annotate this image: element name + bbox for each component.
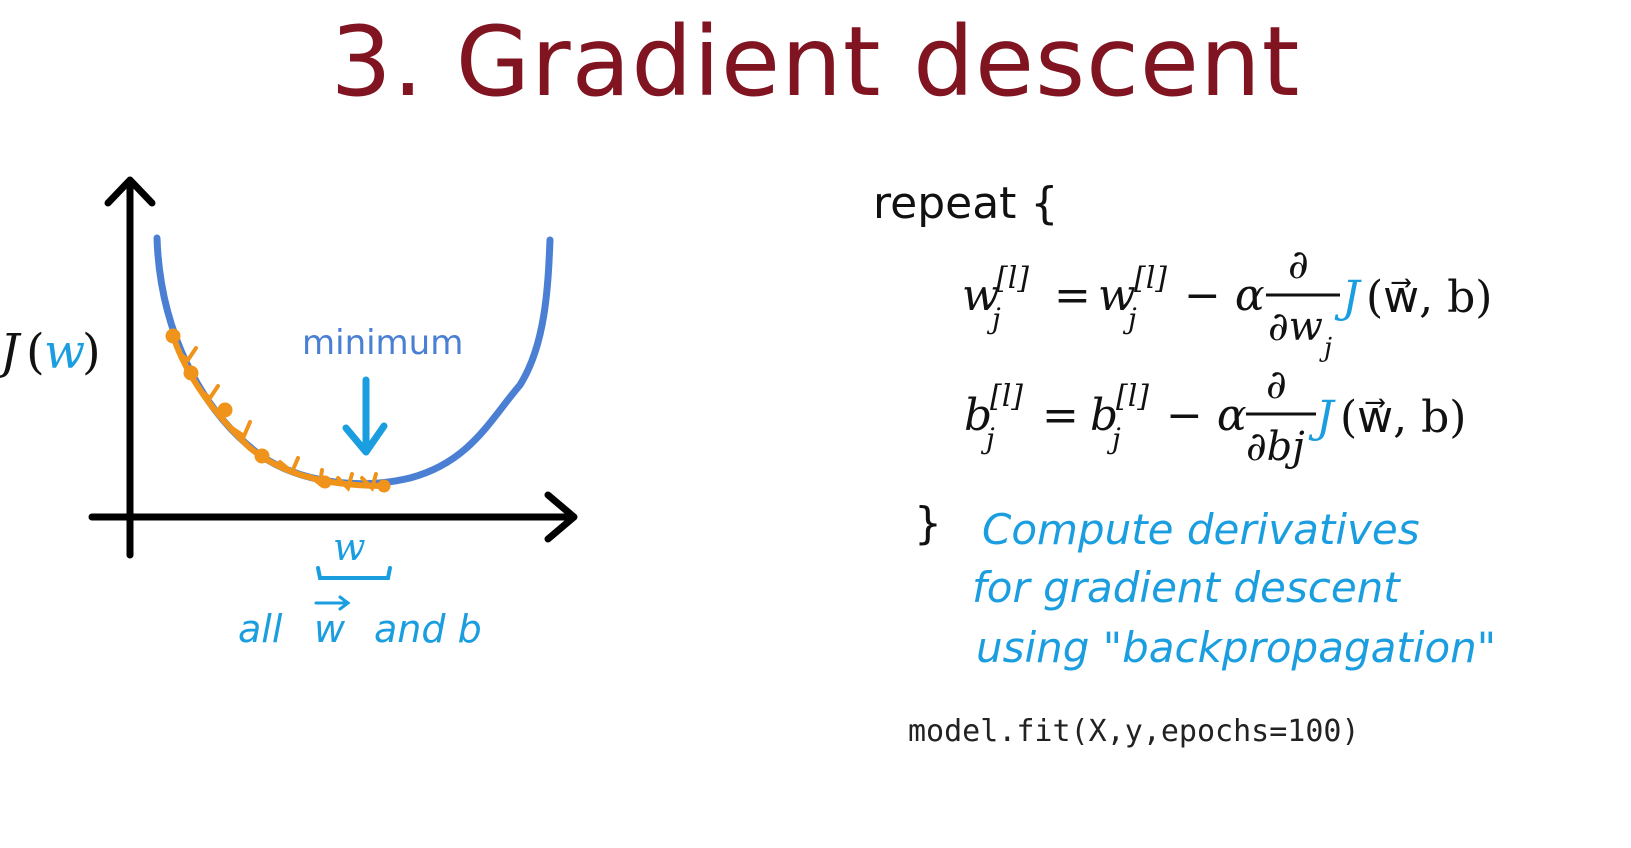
- y-axis-arrowhead: [104, 176, 156, 207]
- w-rhs: w: [1098, 270, 1136, 321]
- repeat-keyword: repeat {: [873, 178, 1058, 229]
- note-line-3: using "backpropagation": [976, 623, 1496, 672]
- w-cost-args: (w⃗, b): [1366, 272, 1492, 323]
- b-update-equation: b [l] j = b [l] j − α ∂ ∂bj J (w⃗, b): [964, 362, 1466, 470]
- x-note-all: all: [238, 607, 283, 651]
- step-point: [183, 365, 199, 381]
- b-lhs: b: [964, 390, 992, 441]
- step-chevron: [336, 472, 354, 492]
- close-brace: }: [914, 498, 942, 549]
- b-cost-J: J: [1308, 392, 1336, 443]
- step-point: [254, 448, 270, 464]
- b-rhs-sup: [l]: [1116, 379, 1149, 414]
- note-line-2: for gradient descent: [972, 563, 1401, 612]
- x-note-vec-w: w: [314, 607, 346, 651]
- minimum-arrow-icon: [342, 376, 388, 456]
- y-label-open-paren: (: [26, 324, 45, 380]
- w-update-equation: w [l] j = w [l] j − α ∂ ∂w j J (w⃗, b): [962, 242, 1492, 363]
- w-lhs-sup: [l]: [996, 261, 1029, 296]
- w-underbrace: [316, 566, 392, 580]
- b-rhs: b: [1090, 390, 1118, 441]
- w-denominator: ∂w: [1268, 304, 1323, 350]
- descent-steps: [165, 328, 391, 493]
- step-chevron: [308, 468, 324, 488]
- vector-arrow-icon: [314, 595, 351, 611]
- step-point: [217, 402, 233, 418]
- step-point: [377, 479, 391, 493]
- x-label-w: w: [333, 525, 366, 569]
- b-equals: =: [1042, 390, 1079, 441]
- w-rhs-sup: [l]: [1134, 261, 1167, 296]
- w-partial: ∂: [1288, 242, 1309, 288]
- step-chevron: [176, 346, 198, 363]
- b-minus-alpha: − α: [1166, 390, 1247, 441]
- x-axis-arrowhead: [544, 491, 578, 543]
- w-equals: =: [1054, 270, 1091, 321]
- step-point: [165, 328, 181, 344]
- axes: [88, 176, 578, 559]
- w-cost-J: J: [1334, 272, 1362, 323]
- w-minus-alpha: − α: [1184, 270, 1265, 321]
- x-note-and-b: and b: [374, 607, 482, 651]
- note-line-1: Compute derivatives: [982, 505, 1420, 554]
- minimum-label: minimum: [302, 323, 463, 363]
- y-label-J: J: [0, 324, 22, 380]
- slide-title: 3. Gradient descent: [330, 6, 1301, 118]
- b-denominator: ∂bj: [1246, 424, 1305, 470]
- b-cost-args: (w⃗, b): [1340, 392, 1466, 443]
- y-label-close-paren: ): [82, 324, 101, 380]
- w-lhs: w: [962, 270, 1000, 321]
- model-fit-code: model.fit(X,y,epochs=100): [908, 714, 1360, 749]
- step-chevron: [230, 420, 252, 439]
- step-chevron: [360, 472, 378, 492]
- y-label-w: w: [44, 324, 85, 380]
- b-lhs-sup: [l]: [990, 379, 1023, 414]
- step-chevron: [198, 384, 220, 401]
- step-chevron: [278, 456, 300, 476]
- b-partial: ∂: [1266, 362, 1287, 408]
